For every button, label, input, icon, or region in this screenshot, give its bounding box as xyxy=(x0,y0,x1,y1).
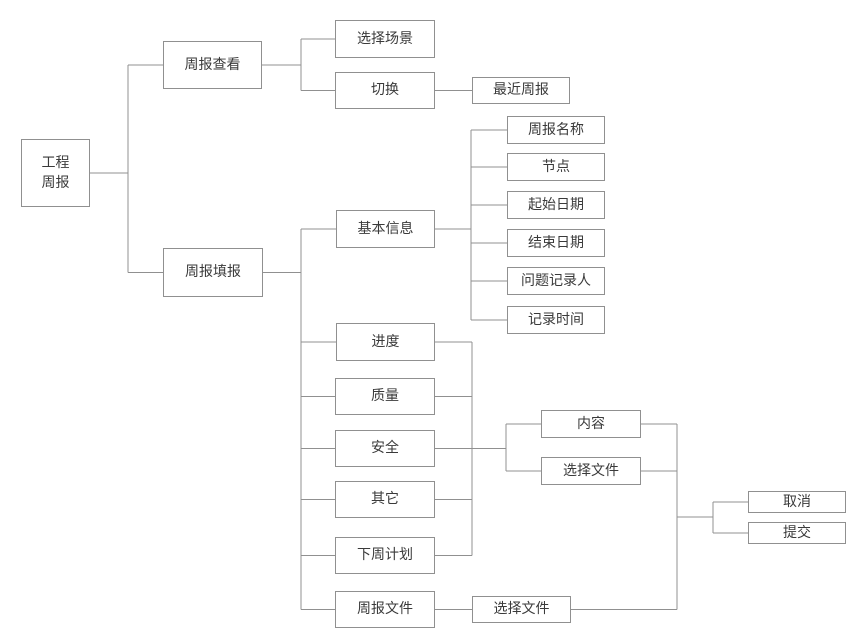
node-label: 切换 xyxy=(371,82,399,99)
node-label: 周报查看 xyxy=(184,56,241,73)
node-select-scene: 选择场景 xyxy=(335,20,435,58)
node-label: 工程 周报 xyxy=(41,154,70,191)
node-label: 选择文件 xyxy=(493,601,550,618)
node-switch: 切换 xyxy=(335,72,435,109)
node-label: 安全 xyxy=(371,440,399,457)
node-label: 基本信息 xyxy=(357,220,414,237)
node-other: 其它 xyxy=(335,481,435,518)
node-submit: 提交 xyxy=(748,522,846,544)
node-label: 内容 xyxy=(577,415,605,432)
node-node: 节点 xyxy=(507,153,605,181)
node-weekly-report-file: 周报文件 xyxy=(335,591,435,628)
node-weekly-report-name: 周报名称 xyxy=(507,116,605,144)
node-select-file-sections: 选择文件 xyxy=(541,457,641,485)
node-content: 内容 xyxy=(541,410,641,438)
node-label: 周报填报 xyxy=(185,264,241,281)
node-weekly-report-fill: 周报填报 xyxy=(163,248,263,297)
node-end-date: 结束日期 xyxy=(507,229,605,257)
node-label: 周报名称 xyxy=(528,121,584,138)
node-cancel: 取消 xyxy=(748,491,846,513)
node-start-date: 起始日期 xyxy=(507,191,605,219)
node-quality: 质量 xyxy=(335,378,435,415)
node-weekly-report-view: 周报查看 xyxy=(163,41,262,89)
node-label: 其它 xyxy=(371,491,399,508)
node-safety: 安全 xyxy=(335,430,435,467)
node-basic-info: 基本信息 xyxy=(336,210,435,248)
node-label: 周报文件 xyxy=(357,601,413,618)
node-next-week-plan: 下周计划 xyxy=(335,537,435,574)
node-label: 选择文件 xyxy=(563,462,619,479)
node-recent-weekly-report: 最近周报 xyxy=(472,77,570,104)
node-label: 节点 xyxy=(542,158,570,175)
node-label: 记录时间 xyxy=(528,311,584,328)
node-select-file-report: 选择文件 xyxy=(472,596,571,623)
node-label: 进度 xyxy=(371,333,400,350)
node-issue-recorder: 问题记录人 xyxy=(507,267,605,295)
node-progress: 进度 xyxy=(336,323,435,361)
node-record-time: 记录时间 xyxy=(507,306,605,334)
node-label: 问题记录人 xyxy=(521,272,591,289)
node-label: 下周计划 xyxy=(357,547,413,564)
node-label: 取消 xyxy=(783,493,811,510)
node-engineering-weekly-root: 工程 周报 xyxy=(21,139,90,207)
node-label: 选择场景 xyxy=(357,30,413,47)
node-label: 结束日期 xyxy=(528,234,584,251)
node-label: 提交 xyxy=(783,524,811,541)
node-label: 起始日期 xyxy=(528,196,584,213)
node-label: 最近周报 xyxy=(493,82,549,99)
node-label: 质量 xyxy=(371,388,399,405)
